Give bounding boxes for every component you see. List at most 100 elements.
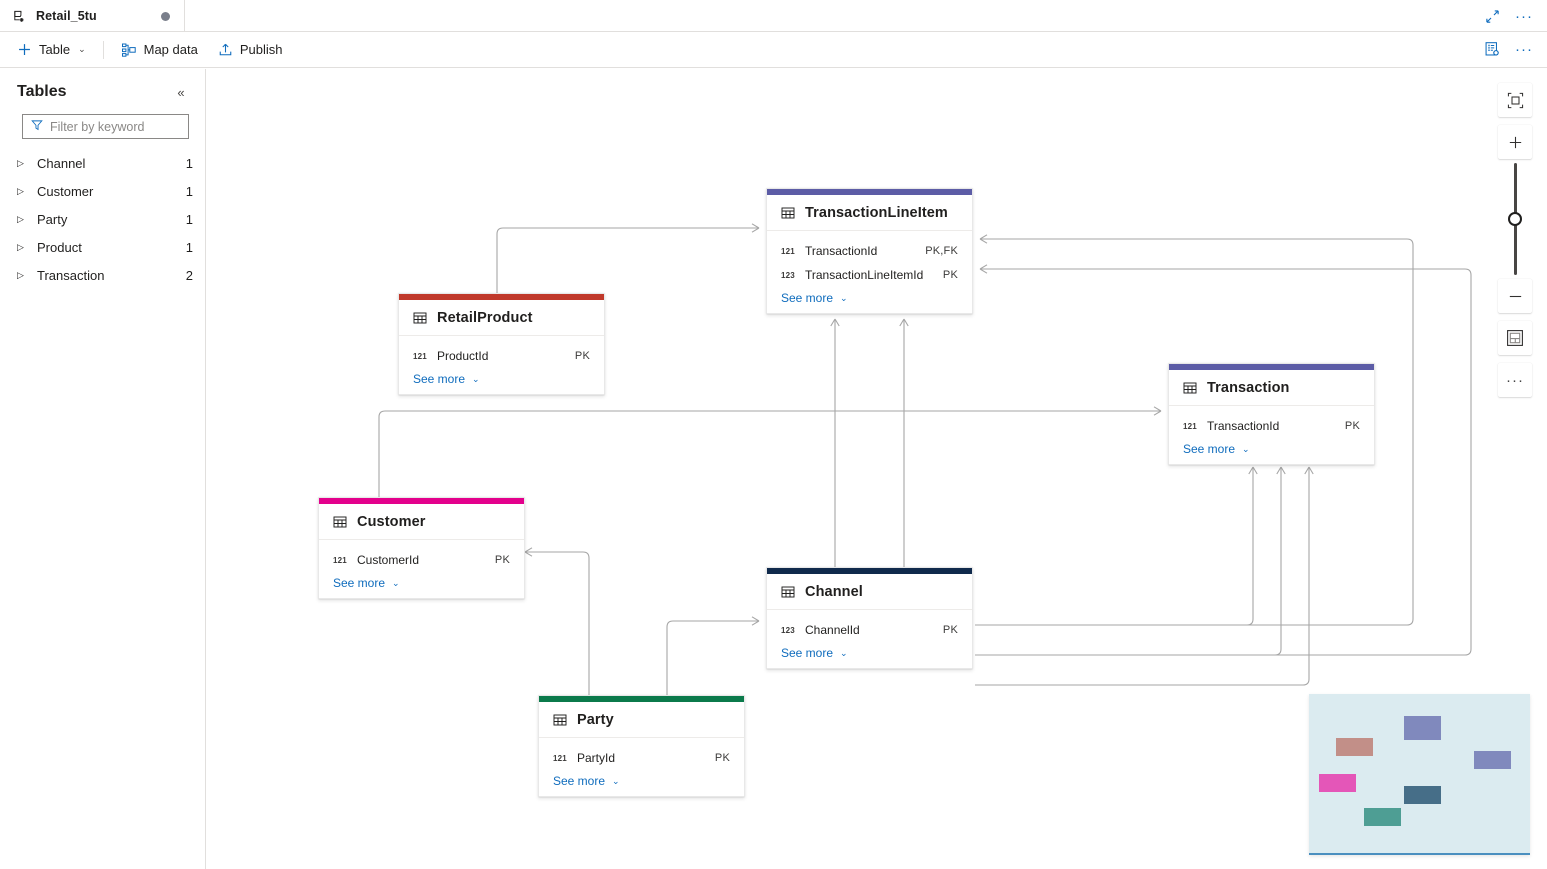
entity-header[interactable]: Customer	[319, 504, 524, 540]
tree-item-count: 1	[185, 211, 193, 227]
fit-to-screen-button[interactable]	[1498, 83, 1532, 117]
tab-retail-5tu[interactable]: Retail_5tu	[0, 0, 185, 32]
entity-field[interactable]: 121 TransactionId PK	[1169, 414, 1374, 438]
chevron-down-icon: ⌄	[392, 577, 400, 588]
minimap-rect-customer	[1319, 774, 1356, 792]
table-grid-icon	[553, 713, 567, 727]
see-more-button[interactable]: See more ⌄	[767, 642, 972, 662]
chevron-right-icon[interactable]: ▷	[17, 213, 24, 224]
connector-channel-transaction-1	[975, 467, 1254, 626]
field-key-badge: PK	[574, 350, 590, 362]
tab-title: Retail_5tu	[36, 9, 97, 23]
see-more-button[interactable]: See more ⌄	[539, 770, 744, 790]
ellipsis-icon: ···	[1506, 371, 1524, 389]
chevron-right-icon[interactable]: ▷	[17, 185, 24, 196]
entity-name: TransactionLineItem	[805, 204, 948, 221]
new-table-label: Table	[39, 42, 71, 57]
map-data-icon	[121, 42, 137, 58]
field-key-badge: PK	[1344, 420, 1360, 432]
chevron-right-icon[interactable]: ▷	[17, 157, 24, 168]
tree-item-transaction[interactable]: ▷ Transaction 2	[0, 261, 205, 289]
table-grid-icon	[781, 206, 795, 220]
entity-card-transaction[interactable]: Transaction 121 TransactionId PK See mor…	[1168, 363, 1375, 465]
see-more-button[interactable]: See more ⌄	[399, 368, 604, 388]
new-table-button[interactable]: Table ⌄	[8, 36, 95, 64]
expand-button[interactable]	[1477, 3, 1507, 29]
entity-header[interactable]: Channel	[767, 574, 972, 610]
filter-field[interactable]	[22, 114, 189, 139]
entity-accent-bar	[319, 498, 524, 504]
tree-item-party[interactable]: ▷ Party 1	[0, 205, 205, 233]
see-more-label: See more	[413, 372, 466, 386]
entity-field[interactable]: 123 ChannelId PK	[767, 618, 972, 642]
tables-panel: Tables « ▷ Channel 1 ▷ Customer 1	[0, 69, 206, 869]
titlebar-actions: ···	[1477, 0, 1547, 32]
entity-card-retailproduct[interactable]: RetailProduct 121 ProductId PK See more …	[398, 293, 605, 395]
ellipsis-icon: ···	[1515, 41, 1533, 58]
zoom-out-button[interactable]	[1498, 279, 1532, 313]
publish-button[interactable]: Publish	[209, 36, 292, 64]
field-key-badge: PK	[494, 554, 510, 566]
chevron-down-icon: ⌄	[840, 292, 848, 303]
entity-card-transactionlineitem[interactable]: TransactionLineItem 121 TransactionId PK…	[766, 188, 973, 314]
field-type-icon: 123	[781, 625, 795, 635]
titlebar-more-button[interactable]: ···	[1509, 3, 1539, 29]
table-grid-icon	[781, 585, 795, 599]
diagram-settings-button[interactable]	[1477, 37, 1507, 63]
collapse-panel-button[interactable]: «	[177, 84, 185, 100]
entity-card-party[interactable]: Party 121 PartyId PK See more ⌄	[538, 695, 745, 797]
field-type-icon: 123	[781, 270, 795, 280]
filter-input[interactable]	[50, 119, 180, 134]
connector-party-channel	[666, 620, 759, 697]
diagram-canvas[interactable]: TransactionLineItem 121 TransactionId PK…	[207, 69, 1547, 869]
see-more-label: See more	[333, 576, 386, 590]
tree-item-customer[interactable]: ▷ Customer 1	[0, 177, 205, 205]
command-bar-more-button[interactable]: ···	[1509, 37, 1539, 63]
field-type-icon: 121	[413, 351, 427, 361]
entity-fields: 123 ChannelId PK See more ⌄	[767, 610, 972, 668]
tree-item-label: Party	[37, 211, 68, 227]
map-data-button[interactable]: Map data	[112, 36, 207, 64]
chevron-right-icon[interactable]: ▷	[17, 269, 24, 280]
entity-field[interactable]: 121 PartyId PK	[539, 746, 744, 770]
tree-item-label: Product	[37, 239, 82, 255]
database-add-icon	[12, 9, 27, 24]
relationship-connectors	[378, 223, 1472, 697]
minimap-toggle-button[interactable]	[1498, 321, 1532, 355]
entity-fields: 121 CustomerId PK See more ⌄	[319, 540, 524, 598]
entity-header[interactable]: Party	[539, 702, 744, 738]
filter-icon	[31, 118, 43, 136]
minimap[interactable]	[1309, 694, 1530, 855]
tab-strip: Retail_5tu ···	[0, 0, 1547, 32]
entity-accent-bar	[399, 294, 604, 300]
field-name: CustomerId	[357, 553, 420, 567]
zoom-in-button[interactable]	[1498, 125, 1532, 159]
field-type-icon: 121	[781, 246, 795, 256]
see-more-button[interactable]: See more ⌄	[319, 572, 524, 592]
entity-card-customer[interactable]: Customer 121 CustomerId PK See more ⌄	[318, 497, 525, 599]
canvas-more-button[interactable]: ···	[1498, 363, 1532, 397]
entity-fields: 121 TransactionId PK See more ⌄	[1169, 406, 1374, 464]
entity-header[interactable]: TransactionLineItem	[767, 195, 972, 231]
toolbar-divider	[102, 40, 104, 59]
see-more-button[interactable]: See more ⌄	[767, 287, 972, 307]
entity-accent-bar	[767, 568, 972, 574]
entity-field[interactable]: 123 TransactionLineItemId PK	[767, 263, 972, 287]
tree-item-product[interactable]: ▷ Product 1	[0, 233, 205, 261]
entity-field[interactable]: 121 ProductId PK	[399, 344, 604, 368]
tables-tree: ▷ Channel 1 ▷ Customer 1 ▷ Party 1 ▷ Pro…	[0, 149, 205, 289]
entity-field[interactable]: 121 TransactionId PK,FK	[767, 239, 972, 263]
map-data-label: Map data	[143, 42, 198, 57]
tree-item-channel[interactable]: ▷ Channel 1	[0, 149, 205, 177]
entity-name: Customer	[357, 513, 426, 530]
field-name: PartyId	[577, 751, 616, 765]
entity-header[interactable]: Transaction	[1169, 370, 1374, 406]
zoom-slider-thumb[interactable]	[1508, 212, 1522, 226]
entity-card-channel[interactable]: Channel 123 ChannelId PK See more ⌄	[766, 567, 973, 669]
chevron-right-icon[interactable]: ▷	[17, 241, 24, 252]
zoom-slider[interactable]	[1498, 159, 1532, 279]
see-more-button[interactable]: See more ⌄	[1169, 438, 1374, 458]
entity-field[interactable]: 121 CustomerId PK	[319, 548, 524, 572]
see-more-label: See more	[781, 291, 834, 305]
entity-header[interactable]: RetailProduct	[399, 300, 604, 336]
